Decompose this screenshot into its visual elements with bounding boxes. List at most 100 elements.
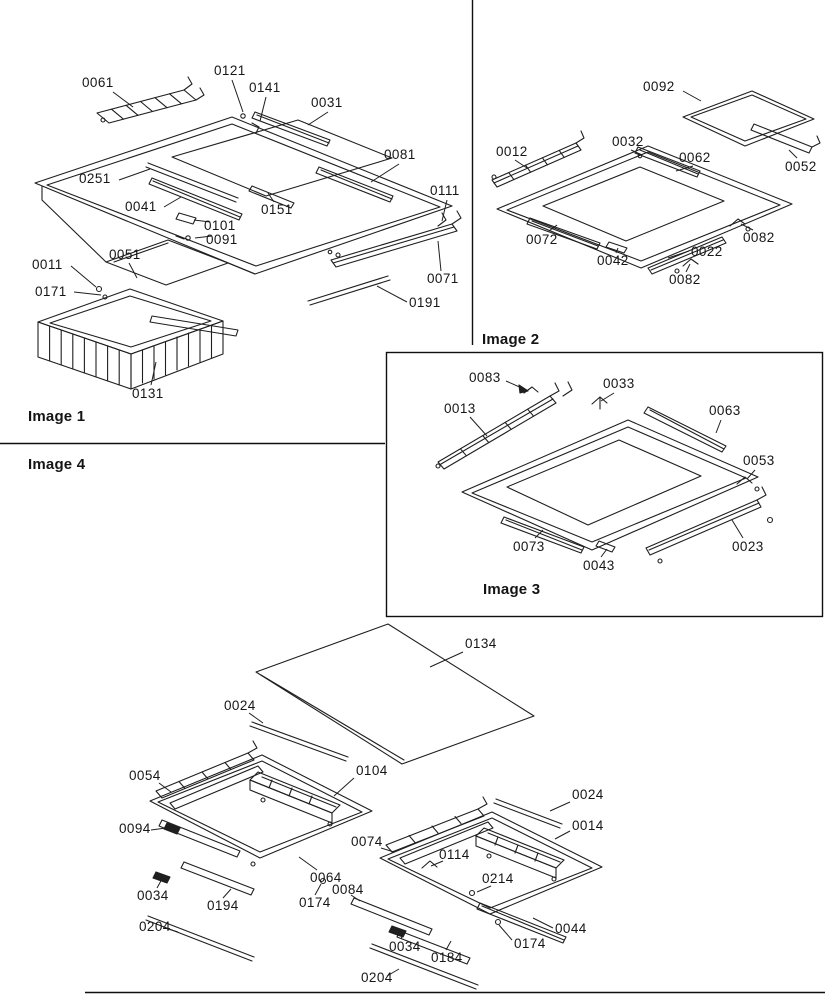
leader-line-0023 (731, 519, 744, 539)
leader-line-0141 (259, 96, 267, 122)
part-label-0134: 0134 (465, 636, 497, 651)
part-label-0071: 0071 (427, 271, 459, 286)
leader-line-0034 (156, 878, 163, 889)
leader-line-0082 (740, 223, 754, 231)
leader-line-0174 (314, 883, 322, 896)
leader-line-0041 (163, 196, 182, 208)
leader-line-0104 (333, 777, 355, 797)
part-label-0074: 0074 (351, 834, 383, 849)
image3-art (435, 381, 774, 564)
image4-art (145, 623, 603, 990)
leader-line-0094 (150, 827, 167, 831)
part-label-0042: 0042 (597, 253, 629, 268)
part-label-0052: 0052 (785, 159, 817, 174)
part-label-0251: 0251 (79, 171, 111, 186)
leader-line-0011 (70, 265, 97, 288)
part-label-0051: 0051 (109, 247, 141, 262)
part-label-0104: 0104 (356, 763, 388, 778)
image2-art (491, 90, 821, 275)
leader-line-0073 (534, 529, 544, 539)
part-label-0031: 0031 (311, 95, 343, 110)
part-label-0063: 0063 (709, 403, 741, 418)
part-label-0151: 0151 (261, 202, 293, 217)
leader-line-0101 (193, 219, 211, 223)
leader-line-0081 (370, 163, 400, 183)
part-label-0022: 0022 (691, 244, 723, 259)
part-label-0033: 0033 (603, 376, 635, 391)
leader-line-0064 (298, 856, 318, 871)
part-label-0061: 0061 (82, 75, 114, 90)
leader-line-0044 (532, 917, 554, 929)
leader-line-0043 (600, 548, 608, 558)
part-label-0024: 0024 (224, 698, 256, 713)
part-label-0082: 0082 (669, 272, 701, 287)
leader-line-0074 (380, 847, 395, 853)
part-label-0082: 0082 (743, 230, 775, 245)
part-label-0094: 0094 (119, 821, 151, 836)
leader-line-0013 (469, 416, 488, 437)
image1-art (34, 76, 462, 390)
leader-line-0061 (112, 91, 134, 108)
part-label-0194: 0194 (207, 898, 239, 913)
part-label-0064: 0064 (310, 870, 342, 885)
part-label-0191: 0191 (409, 295, 441, 310)
leader-line-0111 (441, 199, 448, 222)
leader-line-0214 (476, 885, 492, 893)
leader-line-0174 (498, 924, 513, 941)
leader-line-0051 (128, 262, 138, 279)
part-label-0041: 0041 (125, 199, 157, 214)
leader-line-0054 (158, 782, 172, 793)
leader-line-0204 (164, 927, 179, 933)
leader-line-0024 (248, 712, 264, 724)
leader-line-0204 (386, 968, 400, 977)
caption-image1: Image 1 (28, 408, 86, 425)
part-label-0012: 0012 (496, 144, 528, 159)
leader-line-0091 (194, 235, 213, 239)
leader-line-0151 (267, 192, 275, 203)
image3-border-box (385, 351, 824, 618)
leader-line-0121 (231, 79, 244, 113)
leader-line-0251 (118, 168, 151, 181)
part-label-0121: 0121 (214, 63, 246, 78)
part-label-0174: 0174 (299, 895, 331, 910)
part-label-0072: 0072 (526, 232, 558, 247)
part-label-0084: 0084 (332, 882, 364, 897)
leader-line-0052 (788, 149, 798, 159)
leader-line-0184 (445, 940, 452, 951)
leader-line-0022 (667, 250, 690, 259)
part-label-0062: 0062 (679, 150, 711, 165)
part-label-0092: 0092 (643, 79, 675, 94)
part-label-0184: 0184 (431, 950, 463, 965)
leader-line-0053 (746, 469, 756, 480)
part-label-0013: 0013 (444, 401, 476, 416)
part-label-0044: 0044 (555, 921, 587, 936)
part-label-0011: 0011 (32, 257, 63, 272)
part-label-0024: 0024 (572, 787, 604, 802)
part-label-0204: 0204 (139, 919, 171, 934)
leader-line-0092 (682, 90, 702, 102)
part-label-0101: 0101 (204, 218, 236, 233)
leader-line-0031 (307, 111, 329, 126)
leader-line-0171 (73, 291, 102, 296)
caption-image4: Image 4 (28, 456, 86, 473)
leader-line-0072 (548, 224, 558, 232)
leader-line-0131 (150, 361, 157, 386)
leader-line-0082 (685, 263, 691, 273)
leader-line-0191 (376, 285, 408, 303)
part-label-0023: 0023 (732, 539, 764, 554)
part-label-0034: 0034 (389, 939, 421, 954)
caption-image2: Image 2 (482, 331, 540, 348)
part-label-0073: 0073 (513, 539, 545, 554)
leader-line-0084 (350, 894, 361, 902)
leader-line-0032 (630, 149, 641, 155)
leader-line-0071 (437, 240, 442, 272)
part-label-0043: 0043 (583, 558, 615, 573)
leader-line-0134 (429, 651, 464, 668)
leader-line-0024 (549, 801, 571, 812)
part-label-0083: 0083 (469, 370, 501, 385)
leader-line-0042 (615, 247, 619, 254)
leader-line-0034 (400, 931, 405, 940)
part-label-0214: 0214 (482, 871, 514, 886)
